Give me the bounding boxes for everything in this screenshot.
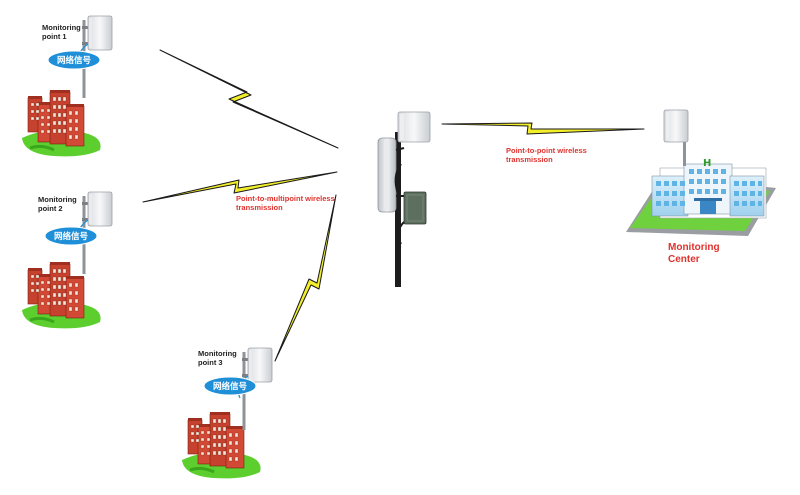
- multipoint-link-label-line2: transmission: [236, 202, 283, 212]
- p2p-link-label-line2: transmission: [506, 154, 553, 164]
- link-point2-to-base: [142, 171, 338, 203]
- monitoring-point-1-label-line1: Monitoring: [42, 23, 81, 32]
- monitoring-point-3-label: Monitoring point 3: [198, 349, 237, 367]
- monitoring-point-2-label-line1: Monitoring: [38, 195, 77, 204]
- monitoring-point-3-label-line1: Monitoring: [198, 349, 237, 358]
- center-antenna-icon: [663, 109, 689, 143]
- hospital-sign: H: [703, 158, 711, 169]
- building-cluster-2: [20, 260, 103, 330]
- backhaul-panel-icon: [397, 111, 431, 143]
- monitoring-point-3-label-line2: point 3: [198, 357, 223, 367]
- base-pole: [395, 132, 401, 287]
- building-cluster-3: [180, 410, 263, 480]
- monitoring-point-3: 网络信号: [180, 347, 273, 480]
- signal-badge-1: 网络信号: [47, 50, 101, 70]
- wireless-links: [142, 49, 645, 362]
- monitoring-center-label: Monitoring Center: [668, 242, 720, 265]
- monitoring-center-label-line1: Monitoring: [668, 242, 720, 253]
- monitoring-point-1-label: Monitoring point 1: [42, 23, 81, 41]
- building-cluster-1: [20, 88, 103, 158]
- monitoring-center: H: [626, 109, 776, 236]
- signal-badge-3-text: 网络信号: [213, 381, 248, 392]
- link-point3-to-base: [274, 194, 337, 362]
- multipoint-link-label: Point-to-multipoint wireless transmissio…: [236, 194, 335, 212]
- p2p-link-label-line1: Point-to-point wireless: [506, 146, 587, 155]
- outdoor-enclosure-icon: [403, 191, 427, 225]
- signal-badge-3: 网络信号: [203, 376, 257, 396]
- signal-badge-1-text: 网络信号: [57, 55, 92, 66]
- base-station: [377, 111, 431, 287]
- center-pole: [683, 140, 686, 166]
- monitoring-point-2-label-line2: point 2: [38, 203, 63, 213]
- monitoring-center-label-line2: Center: [668, 253, 700, 265]
- monitoring-point-1-label-line2: point 1: [42, 31, 67, 41]
- signal-badge-2: 网络信号: [44, 226, 98, 246]
- multipoint-link-label-line1: Point-to-multipoint wireless: [236, 194, 335, 203]
- monitoring-point-2-label: Monitoring point 2: [38, 195, 77, 213]
- monitoring-point-1: 网络信号: [20, 15, 113, 158]
- monitoring-point-2: 网络信号: [20, 191, 113, 330]
- link-base-to-center: [441, 122, 645, 135]
- signal-badge-2-text: 网络信号: [54, 231, 89, 242]
- p2p-link-label: Point-to-point wireless transmission: [506, 146, 587, 164]
- link-point1-to-base: [159, 49, 339, 149]
